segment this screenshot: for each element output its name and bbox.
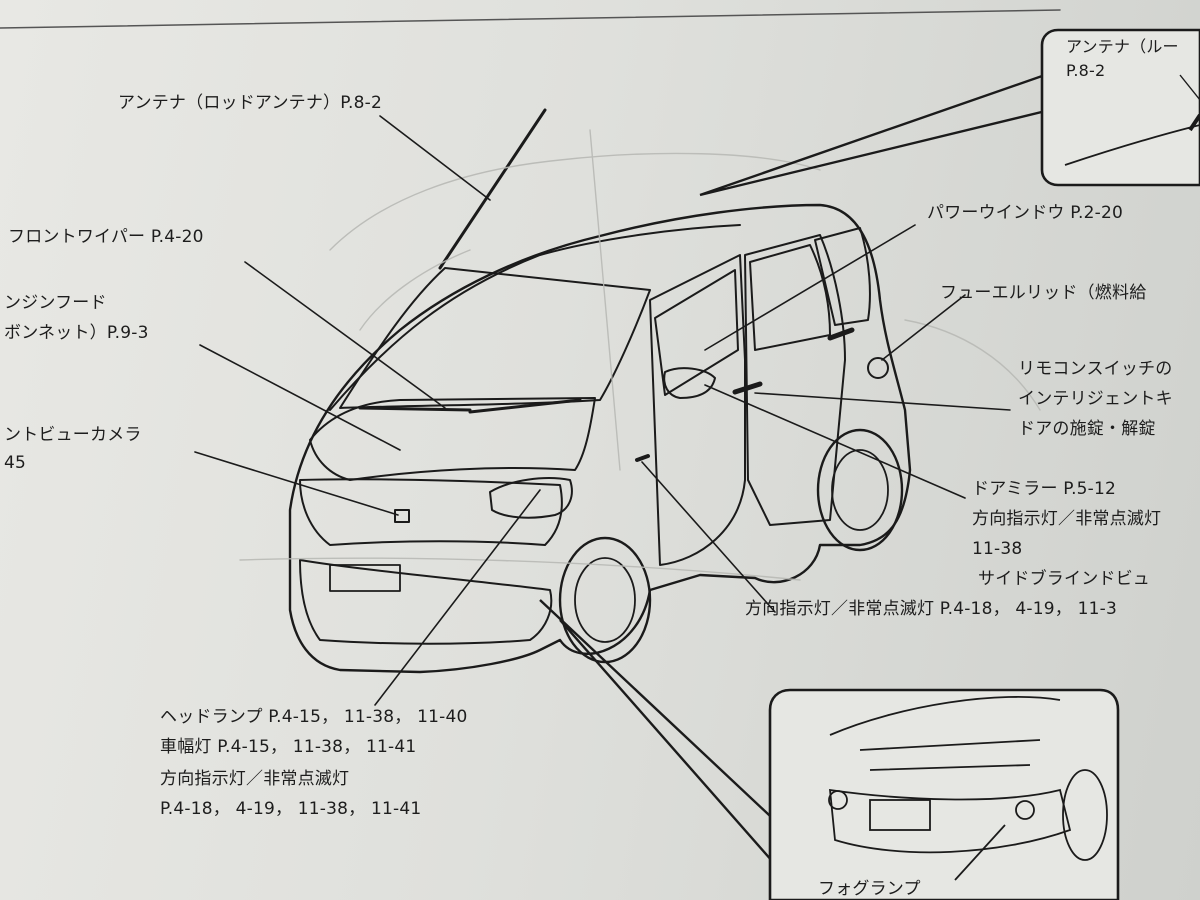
front-wheel-inner [574,557,636,643]
rear-wheel-inner [831,449,889,531]
leader-remote [754,392,1011,411]
leader-mirror [704,384,966,499]
door-mirror [663,367,716,399]
label-turn-signal-mirror-page: 11-38 [972,539,1023,559]
car-body-outline [288,203,912,674]
label-front-wiper: フロントワイパー P.4-20 [8,227,204,247]
front-fascia [299,478,563,546]
inset-antenna-base [1188,113,1200,132]
label-turn-signal-mirror: 方向指示灯／非常点滅灯 [972,509,1162,529]
label-headlamp: ヘッドランプ P.4-15， 11-38， 11-40 [160,707,468,727]
leader-fuel [881,294,966,361]
label-fuel-lid: フューエルリッド（燃料給 [940,283,1147,303]
leader-headlamp [374,489,541,706]
label-engine-hood-1: ンジンフード [4,293,107,313]
page-border [0,9,1061,29]
front-wheel [558,536,652,664]
windshield [339,267,651,409]
inset-fog-right [1015,800,1035,820]
inset-roof-line [1064,124,1200,166]
label-antenna-rod: アンテナ（ロッドアンテナ）P.8-2 [118,93,383,113]
leader-side-signal [641,461,776,613]
door-handle-rear [827,327,855,341]
inset-fog-left [828,790,848,810]
inset-roof-title: アンテナ（ルー [1066,37,1179,56]
inset-hood-line [829,696,1061,736]
label-turn-signal-front: 方向指示灯／非常点滅灯 [160,769,350,789]
door-handle-front [732,381,763,395]
label-remote-2: インテリジェントキ [1018,389,1173,409]
license-plate [329,564,401,592]
label-turn-signal-side: 方向指示灯／非常点滅灯 P.4-18， 4-19， 11-3 [745,599,1117,619]
inset-roof-page: P.8-2 [1066,61,1106,80]
leader-power-window [704,224,916,351]
inset-fog-pointer [539,599,786,871]
label-door-mirror: ドアミラー P.5-12 [972,479,1117,499]
front-bumper [299,559,553,645]
label-fog-lamp: フォグランプ [818,879,921,899]
label-front-camera-2: 45 [4,453,27,473]
inset-fog-box [768,688,1120,900]
rear-quarter-window [814,227,871,326]
wiper-right [468,398,582,414]
fuel-lid [867,357,889,379]
rear-window [749,244,831,351]
leader-fog [954,824,1006,881]
leader-hood [199,344,401,451]
label-front-camera-1: ントビューカメラ [4,425,142,445]
roof-line [329,224,741,411]
label-engine-hood-2: ボンネット）P.9-3 [4,323,149,343]
leader-antenna [379,115,491,201]
rear-door [744,234,846,526]
wiper-left [358,406,472,412]
side-turn-signal [635,454,650,462]
inset-bumper [828,788,1072,854]
headlamp-shape [489,477,573,519]
label-remote-3: ドアの施錠・解錠 [1018,419,1156,439]
front-window [654,269,739,396]
label-turn-signal-front-pages: P.4-18， 4-19， 11-38， 11-41 [160,799,422,819]
inset-roof-pointer [699,73,1059,197]
rod-antenna [438,108,547,270]
label-power-window: パワーウインドウ P.2-20 [927,203,1123,223]
label-side-blind: サイドブラインドビュ [978,569,1150,589]
leader-camera [194,451,399,516]
inset-roof-box [1040,28,1200,187]
label-remote-1: リモコンスイッチの [1018,359,1173,379]
leader-wiper [244,261,446,409]
front-camera-box [394,509,410,523]
label-width-lamp: 車幅灯 P.4-15， 11-38， 11-41 [160,737,417,757]
rear-wheel [816,428,904,552]
front-door [649,254,746,566]
